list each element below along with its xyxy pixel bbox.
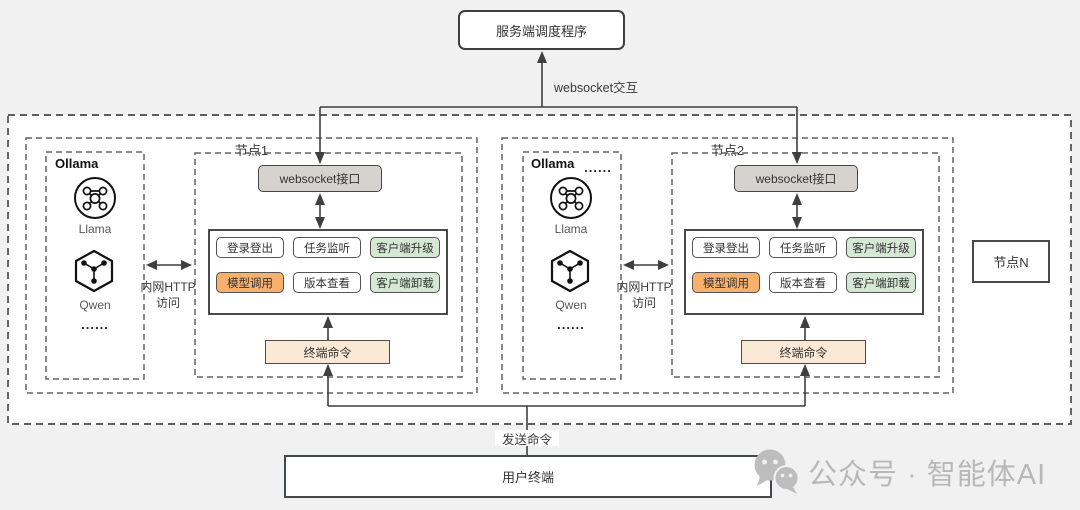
qwen-icon [74, 249, 114, 293]
user-terminal-box: 用户终端 [284, 455, 772, 498]
arrowheads [146, 51, 810, 376]
node1-ollama-group: Ollama Llama Qwen ..... [46, 152, 144, 379]
client-uninstall-button: 客户端卸载 [846, 272, 916, 293]
version-view-button: 版本查看 [293, 272, 361, 293]
node2-terminal-command-box: 终端命令 [741, 340, 866, 364]
node2-ollama-group: Ollama ...... Llama Qwe [522, 152, 620, 379]
login-logout-button: 登录登出 [692, 237, 760, 258]
node1-ollama-dashed-box [45, 151, 145, 380]
node1-intranet-http-label: 内网HTTP 访问 [140, 280, 196, 310]
more-models-dots: ...... [81, 317, 109, 332]
client-uninstall-button: 客户端卸载 [370, 272, 440, 293]
connector-lines [153, 62, 806, 455]
node2-ollama-dashed-box [522, 151, 622, 380]
node1-terminal-command-box: 终端命令 [265, 340, 390, 364]
model-invoke-button: 模型调用 [692, 272, 760, 293]
server-scheduler-box: 服务端调度程序 [458, 10, 625, 50]
node2-intranet-http-label: 内网HTTP 访问 [616, 280, 672, 310]
node1-websocket-api-box: websocket接口 [258, 165, 382, 192]
node2-websocket-api-box: websocket接口 [734, 165, 858, 192]
task-listen-button: 任务监听 [769, 237, 837, 258]
version-view-button: 版本查看 [769, 272, 837, 293]
node1-client-function-box: 登录登出 任务监听 客户端升级 模型调用 版本查看 客户端卸载 [208, 229, 448, 315]
llama-label: Llama [78, 222, 112, 236]
send-command-label: 发送命令 [495, 430, 559, 447]
wechat-icon [754, 449, 800, 494]
task-listen-button: 任务监听 [293, 237, 361, 258]
more-models-dots-top: ...... [584, 160, 612, 175]
node-1: 节点1 Ollama Llama Q [26, 138, 477, 393]
model-invoke-button: 模型调用 [216, 272, 284, 293]
login-logout-button: 登录登出 [216, 237, 284, 258]
node2-ollama-title: Ollama [531, 156, 575, 171]
llama-icon [74, 177, 116, 219]
server-scheduler-label: 服务端调度程序 [495, 23, 587, 39]
client-upgrade-button: 客户端升级 [846, 237, 916, 258]
node-n-box: 节点N [972, 240, 1050, 283]
llama-label: Llama [554, 222, 588, 236]
node1-title: 节点1 [234, 143, 269, 158]
node-2: 节点2 Ollama ...... Llama [502, 138, 953, 393]
qwen-label: Qwen [555, 298, 587, 312]
node2-client-function-box: 登录登出 任务监听 客户端升级 模型调用 版本查看 客户端卸载 [684, 229, 924, 315]
client-upgrade-button: 客户端升级 [370, 237, 440, 258]
websocket-interaction-label: websocket交互 [554, 81, 639, 95]
qwen-icon [550, 249, 590, 293]
node1-dashed-box [25, 137, 478, 394]
node2-dashed-box [501, 137, 954, 394]
more-models-dots: ...... [557, 317, 585, 332]
node2-title: 节点2 [710, 143, 745, 158]
qwen-label: Qwen [79, 298, 111, 312]
watermark: 公众号 · 智能体AI [750, 448, 1046, 496]
llama-icon [550, 177, 592, 219]
node1-ollama-title: Ollama [55, 156, 99, 171]
watermark-text: 公众号 · 智能体AI [808, 459, 1047, 491]
